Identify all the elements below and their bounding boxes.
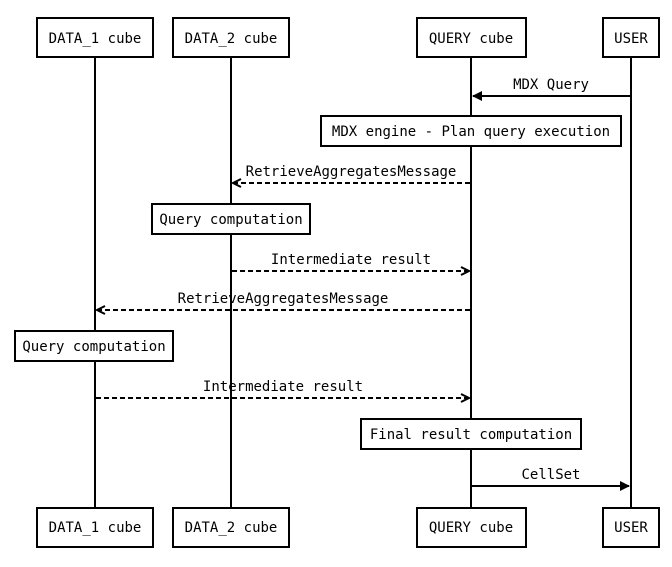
activity-label: MDX engine - Plan query execution	[332, 124, 610, 140]
participant-label: USER	[614, 520, 648, 536]
activity-label: Final result computation	[370, 427, 572, 443]
participant-query-top: QUERY cube	[416, 17, 527, 58]
activity-computation-1: Query computation	[14, 330, 174, 362]
participant-data2-bottom: DATA_2 cube	[172, 507, 290, 548]
participant-user-top: USER	[602, 17, 660, 58]
message-label-retrieve-1: RetrieveAggregatesMessage	[246, 164, 457, 180]
message-label-cellset: CellSet	[521, 467, 580, 483]
participant-data1-bottom: DATA_1 cube	[36, 507, 154, 548]
participant-label: DATA_2 cube	[185, 31, 278, 47]
participant-label: DATA_1 cube	[49, 31, 142, 47]
activity-plan: MDX engine - Plan query execution	[320, 115, 622, 147]
participant-label: DATA_2 cube	[185, 520, 278, 536]
message-label-mdx-query: MDX Query	[513, 77, 589, 93]
activity-label: Query computation	[159, 212, 302, 228]
message-label-retrieve-2: RetrieveAggregatesMessage	[178, 291, 389, 307]
message-label-intermediate-2: Intermediate result	[203, 379, 363, 395]
message-label-intermediate-1: Intermediate result	[271, 252, 431, 268]
activity-label: Query computation	[22, 339, 165, 355]
participant-user-bottom: USER	[602, 507, 660, 548]
participant-data1-top: DATA_1 cube	[36, 17, 154, 58]
participant-label: QUERY cube	[429, 520, 513, 536]
participant-label: DATA_1 cube	[49, 520, 142, 536]
participant-label: USER	[614, 31, 648, 47]
activity-final: Final result computation	[360, 418, 582, 450]
participant-query-bottom: QUERY cube	[416, 507, 527, 548]
participant-data2-top: DATA_2 cube	[172, 17, 290, 58]
participant-label: QUERY cube	[429, 31, 513, 47]
activity-computation-2: Query computation	[151, 203, 311, 235]
